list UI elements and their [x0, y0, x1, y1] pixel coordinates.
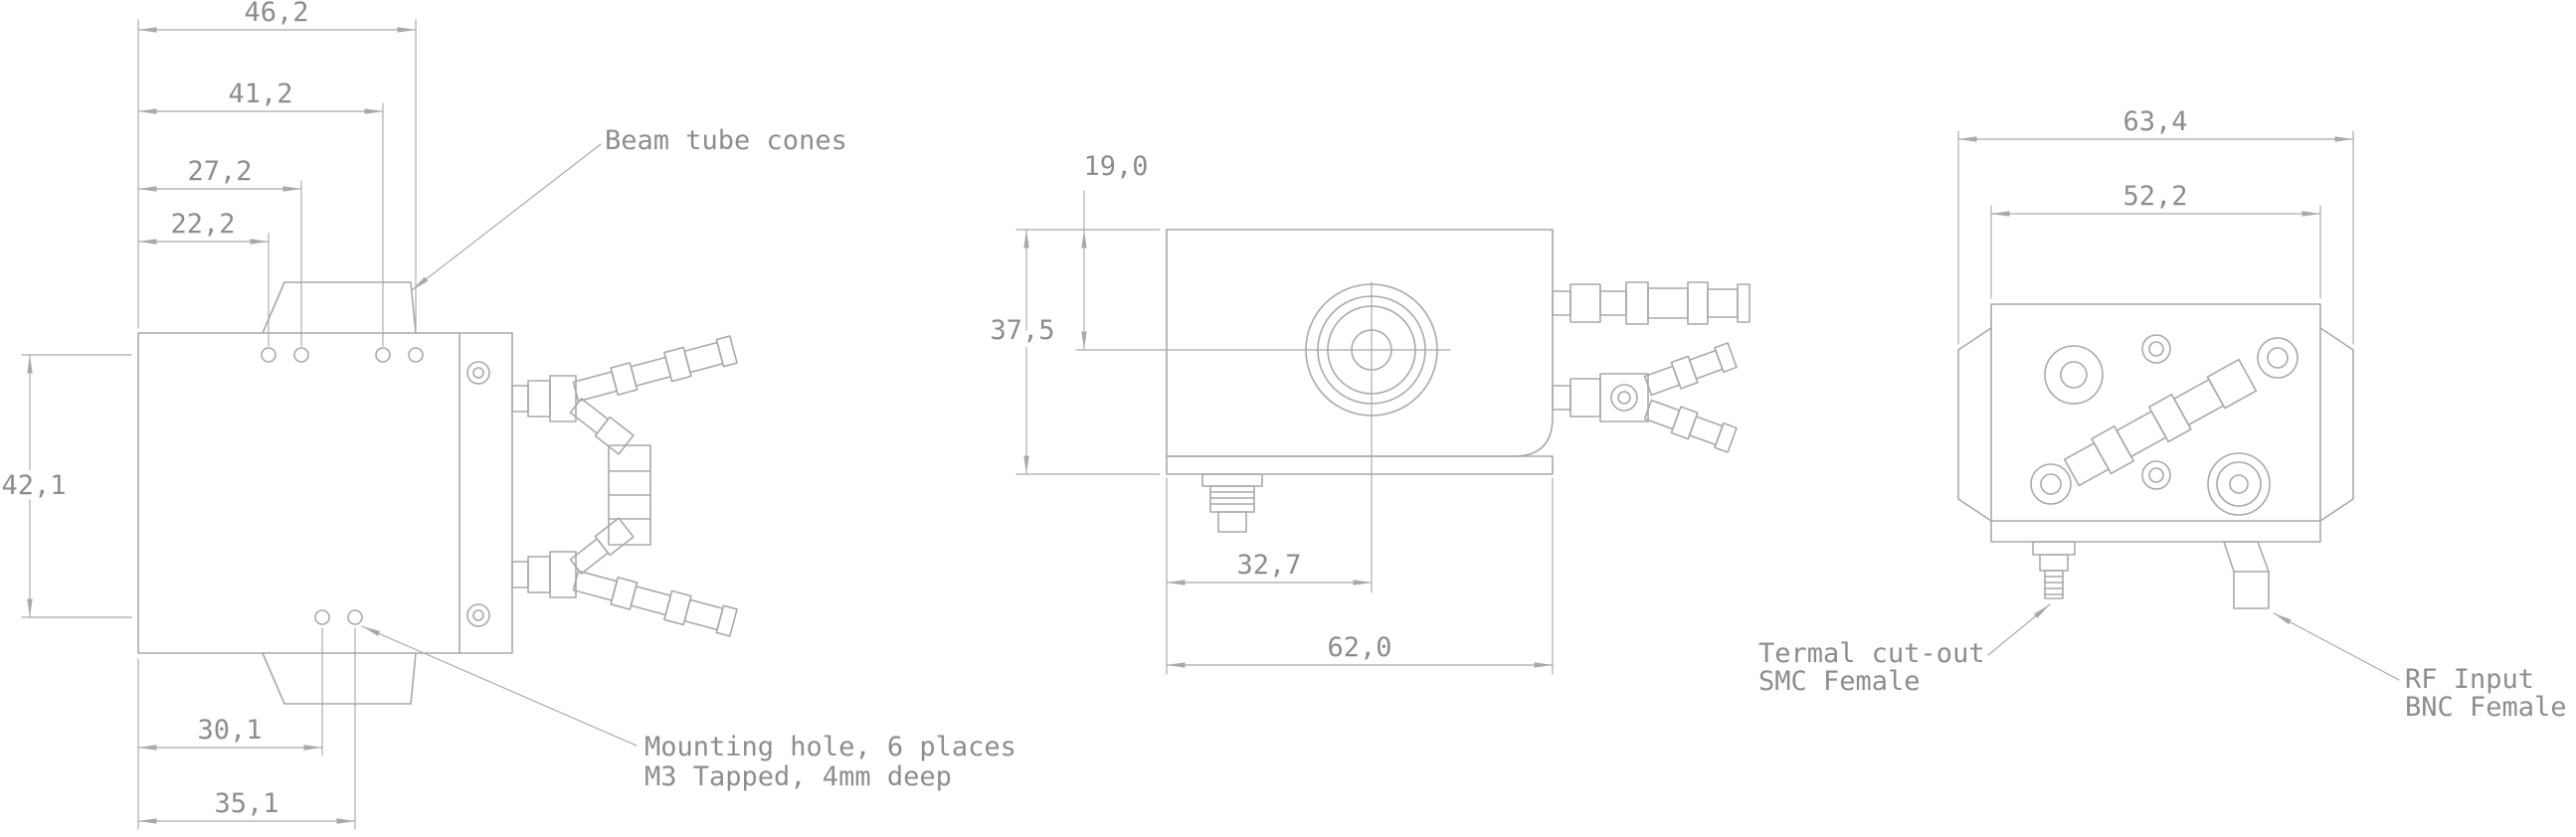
- front-view-centerlines: [1075, 281, 1451, 593]
- top-view: 46,2 41,2 27,2 22,2 42,1 30,1 35,1 Beam …: [0, 0, 1016, 830]
- beam-tube-cone-bottom: [262, 652, 417, 705]
- rf-input-label-line1: RF Input: [2405, 664, 2534, 695]
- leader-thermal-cutout: Termal cut-out SMC Female: [1758, 603, 2051, 697]
- beam-tube-cones-label: Beam tube cones: [605, 125, 847, 156]
- beam-tube-cone-top: [262, 281, 417, 334]
- dim-label-32-7: 32,7: [1236, 550, 1301, 581]
- front-view-extension-lines: [1015, 190, 1554, 675]
- mounting-hole-label-line2: M3 Tapped, 4mm deep: [644, 761, 952, 792]
- side-view-extension-lines: [1957, 130, 2354, 345]
- dim-label-19-0: 19,0: [1083, 151, 1148, 182]
- leader-mounting-hole: Mounting hole, 6 places M3 Tapped, 4mm d…: [361, 625, 1016, 792]
- thermal-cutout-label-line2: SMC Female: [1758, 666, 1921, 697]
- front-view-dimension-lines: [1023, 229, 1554, 668]
- dim-label-22-2: 22,2: [170, 209, 235, 240]
- side-view: 63,4 52,2 Termal cut-out SMC Female RF I…: [1758, 106, 2567, 723]
- side-view-body-outline: [1957, 303, 2354, 543]
- top-view-extension-lines: [21, 19, 417, 830]
- pneumatic-fittings-top-view: [511, 335, 738, 637]
- smc-thermal-cutout-connector: [2032, 541, 2076, 599]
- top-view-body-outline: [137, 281, 513, 705]
- dim-label-63-4: 63,4: [2122, 106, 2187, 137]
- side-view-ports: [2030, 334, 2299, 516]
- top-view-dimension-lines: [27, 27, 417, 824]
- thermal-cutout-label-line1: Termal cut-out: [1758, 638, 1985, 669]
- front-view-body-outline: [1166, 229, 1554, 475]
- dim-label-37-5: 37,5: [990, 315, 1054, 346]
- top-view-mounting-holes: [261, 347, 490, 627]
- dim-label-62-0: 62,0: [1327, 632, 1391, 663]
- dim-label-27-2: 27,2: [187, 156, 252, 187]
- pneumatic-fittings-front-view: [1552, 281, 1750, 453]
- bnc-rf-input-terminal: [2223, 541, 2270, 609]
- leader-beam-tube-cones: Beam tube cones: [411, 125, 847, 291]
- dim-label-42-1: 42,1: [1, 470, 66, 501]
- dim-label-30-1: 30,1: [197, 715, 262, 746]
- rf-input-label-line2: BNC Female: [2405, 692, 2567, 723]
- leader-rf-input: RF Input BNC Female: [2273, 612, 2567, 723]
- side-flange-left: [1957, 327, 1992, 522]
- dim-label-46-2: 46,2: [244, 0, 308, 28]
- side-flange-right: [2319, 327, 2354, 522]
- dim-label-52-2: 52,2: [2122, 181, 2187, 212]
- front-view: 19,0 37,5 32,7 62,0: [985, 151, 1750, 675]
- dim-label-35-1: 35,1: [214, 788, 278, 819]
- side-view-dimension-lines: [1957, 136, 2354, 217]
- dim-label-41-2: 41,2: [228, 79, 292, 109]
- smc-connector-front-view: [1201, 473, 1263, 533]
- mounting-hole-label-line1: Mounting hole, 6 places: [644, 732, 1016, 762]
